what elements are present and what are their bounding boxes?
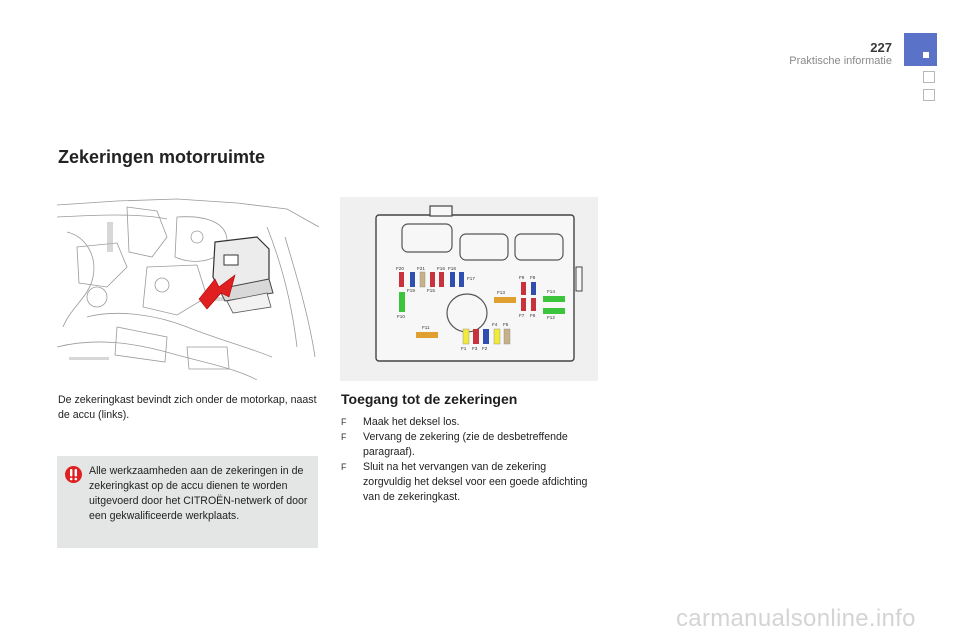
fuse-label: F12: [547, 315, 555, 320]
fuse-label: F4: [492, 322, 498, 327]
bullet-icon: F: [341, 417, 347, 427]
list-item: F Vervang de zekering (zie de desbetreffe…: [341, 430, 591, 460]
step-text: Maak het deksel los.: [363, 416, 460, 428]
fuse-box-diagram: F20 F21 F16 F18 F17 F19 F15 F13 F9 F8 F1…: [340, 197, 598, 381]
fuse-label: F1: [461, 346, 467, 351]
engine-bay-illustration: [57, 197, 319, 380]
fuse-label: F15: [427, 288, 435, 293]
chapter-tab[interactable]: [904, 33, 937, 66]
steps-list: F Maak het deksel los. F Vervang de zekeri…: [341, 415, 591, 505]
fuse-label: F11: [422, 325, 430, 330]
section-title: Toegang tot de zekeringen: [341, 391, 518, 407]
list-item: F Sluit na het vervangen van de zekering …: [341, 460, 591, 505]
fuse-label: F6: [530, 313, 536, 318]
step-text: Vervang de zekering (zie de desbetreffen…: [363, 431, 568, 458]
fuse-label: F8: [530, 275, 536, 280]
bullet-icon: F: [341, 462, 347, 472]
fuse-label: F13: [497, 290, 505, 295]
fuse-label: F14: [547, 289, 555, 294]
fuse-label: F17: [467, 276, 475, 281]
exclamation-icon: [65, 466, 82, 483]
page-number: 227: [870, 40, 892, 55]
watermark: carmanualsonline.info: [676, 605, 916, 632]
fuse-label: F10: [397, 314, 405, 319]
fuse-label: F16: [437, 266, 445, 271]
chapter-tab-empty[interactable]: [923, 71, 935, 83]
location-description: De zekeringkast bevindt zich onder de mo…: [58, 394, 317, 421]
fuse-label: F19: [407, 288, 415, 293]
warning-box: Alle werkzaamheden aan de zekeringen in …: [57, 456, 318, 548]
fuse-label: F9: [519, 275, 525, 280]
list-item: F Maak het deksel los.: [341, 415, 591, 430]
section-name: Praktische informatie: [789, 55, 892, 67]
fuse-label: F7: [519, 313, 525, 318]
fuse-label: F18: [448, 266, 456, 271]
fuse-label: F3: [472, 346, 478, 351]
fuse-label: F21: [417, 266, 425, 271]
page-title: Zekeringen motorruimte: [58, 147, 266, 167]
step-text: Sluit na het vervangen van de zekering z…: [363, 461, 588, 503]
pointer-arrow-icon: [198, 274, 236, 310]
fuse-label: F20: [396, 266, 404, 271]
chapter-tab-empty[interactable]: [923, 89, 935, 101]
fuse-label: F5: [503, 322, 509, 327]
tab-marker: [923, 52, 929, 58]
bullet-icon: F: [341, 432, 347, 442]
warning-text: Alle werkzaamheden aan de zekeringen in …: [89, 465, 308, 522]
fuse-label: F2: [482, 346, 488, 351]
